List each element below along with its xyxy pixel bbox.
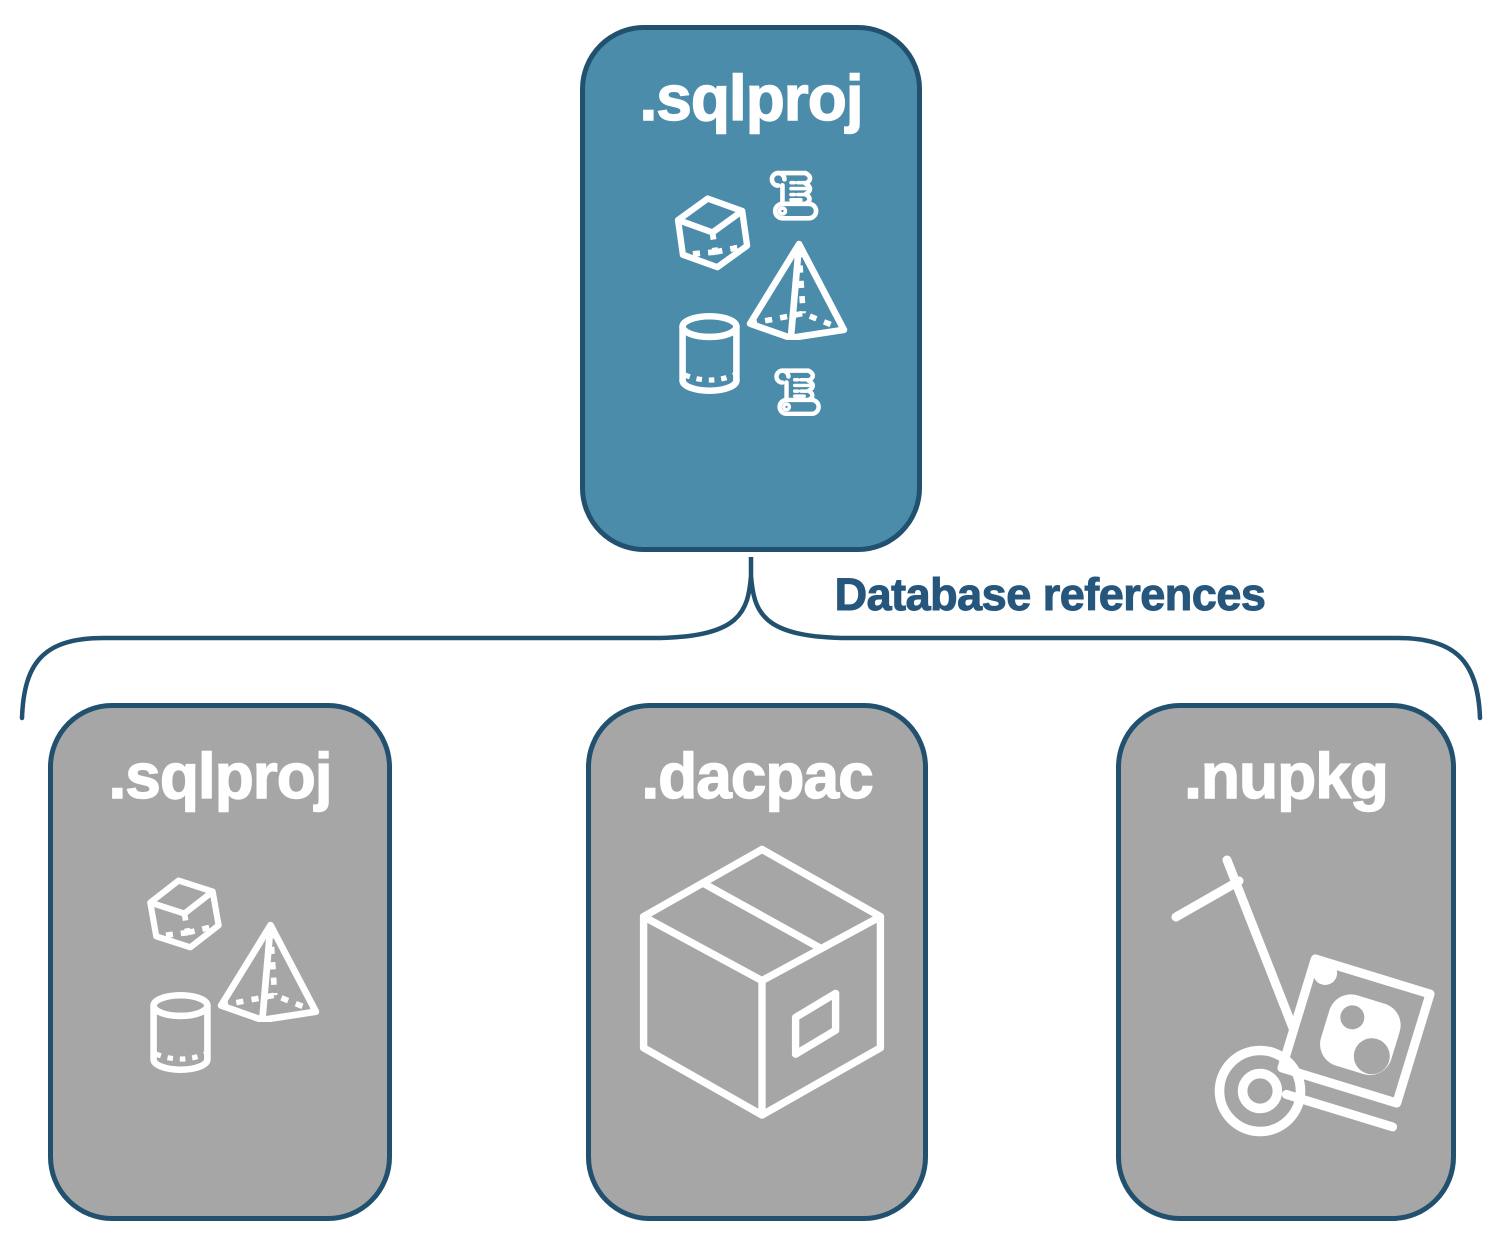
nuget-logo-dot [1313, 960, 1338, 985]
package-box-icon [639, 845, 885, 1119]
scroll-icon [767, 364, 830, 422]
nuget-logo-hole-large [1353, 1038, 1390, 1075]
dolly-wheel-hub [1237, 1068, 1283, 1114]
root-node-sqlproj: .sqlproj [580, 25, 922, 552]
pyramid-icon [217, 919, 320, 1022]
dolly-handle [1222, 855, 1298, 1033]
nuget-package-dolly-icon [1171, 855, 1435, 1137]
child-node-label: .dacpac [641, 740, 875, 812]
child-node-label: .nupkg [1183, 740, 1389, 812]
dolly-handle-bar [1171, 876, 1244, 922]
scroll-icon [762, 166, 828, 227]
child-node-nupkg: .nupkg [1116, 703, 1456, 1221]
pyramid-icon [746, 238, 848, 340]
cylinder-icon [146, 989, 215, 1076]
child-node-sqlproj: .sqlproj [48, 703, 392, 1221]
dolly-toe-plate [1281, 1089, 1398, 1132]
child-node-dacpac: .dacpac [586, 703, 928, 1221]
cylinder-icon [675, 312, 744, 395]
nuget-box [1277, 954, 1435, 1108]
child-node-label: .sqlproj [108, 740, 334, 812]
root-node-label: .sqlproj [639, 62, 865, 134]
nuget-logo-hole-small [1340, 1005, 1365, 1030]
dolly-wheel [1214, 1045, 1306, 1137]
connector-label: Database references [834, 569, 1266, 620]
